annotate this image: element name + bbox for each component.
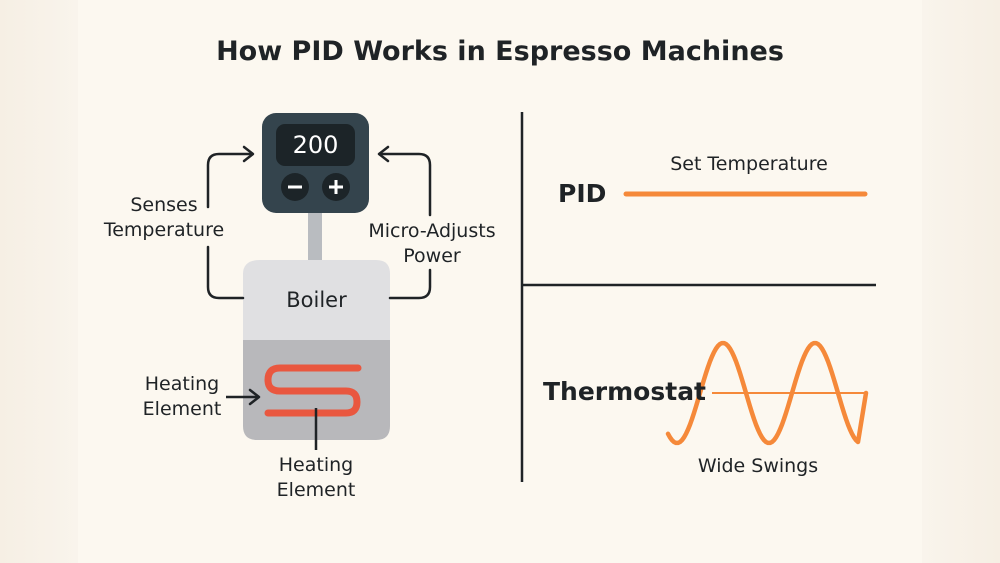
heating-element-left-label: Heating Element bbox=[142, 373, 222, 420]
diagram-canvas bbox=[78, 0, 922, 563]
plus-icon bbox=[329, 180, 343, 194]
boiler-label: Boiler bbox=[286, 288, 347, 312]
controller-display bbox=[276, 124, 355, 166]
wide-swings-label: Wide Swings bbox=[697, 455, 819, 477]
set-temperature-label: Set Temperature bbox=[670, 153, 828, 175]
background-right-fade bbox=[922, 0, 1000, 563]
heating-element-bottom-label: Heating Element bbox=[276, 454, 356, 501]
pid-label: PID bbox=[558, 179, 607, 208]
thermostat-swing-wave bbox=[665, 340, 869, 446]
senses-temperature-label: Senses Temperature bbox=[103, 194, 225, 241]
thermostat-label: Thermostat bbox=[543, 377, 707, 406]
background-left-fade bbox=[0, 0, 78, 563]
controller-display-value: 200 bbox=[292, 131, 339, 159]
micro-adjusts-power-label: Micro-Adjusts Power bbox=[368, 220, 496, 267]
heating-coil bbox=[264, 364, 362, 417]
arrow-icon bbox=[226, 388, 261, 406]
arrow-icon bbox=[377, 145, 432, 300]
connector-pole bbox=[308, 212, 322, 262]
arrow-icon bbox=[206, 145, 255, 300]
page-title: How PID Works in Espresso Machines bbox=[216, 36, 784, 67]
